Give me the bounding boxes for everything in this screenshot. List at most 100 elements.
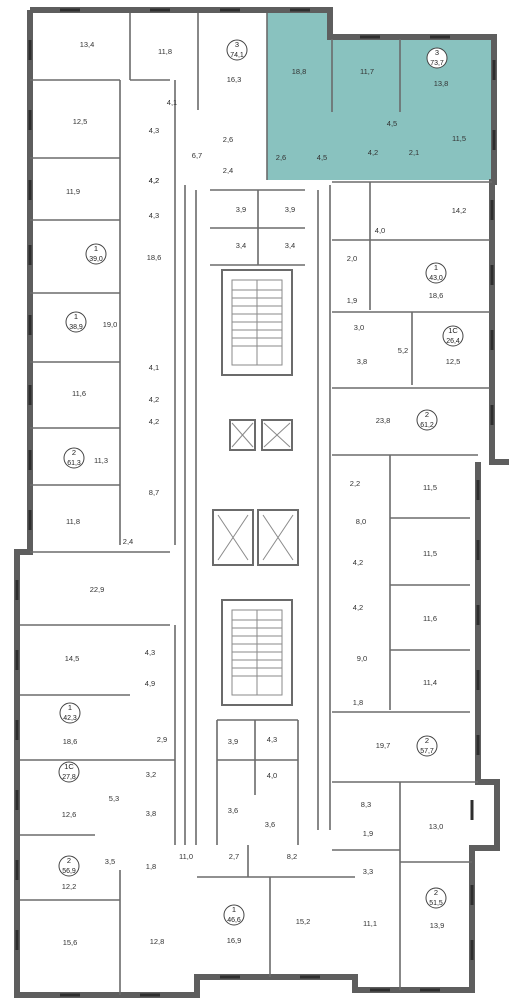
badge-rooms: 1 bbox=[74, 312, 78, 321]
badge-area: 74,1 bbox=[230, 52, 244, 59]
room-label: 18,8 bbox=[292, 67, 307, 76]
room-label: 2,9 bbox=[157, 735, 167, 744]
room-label: 15,2 bbox=[296, 917, 311, 926]
room-label: 4,1 bbox=[149, 363, 159, 372]
room-label: 4,2 bbox=[149, 417, 159, 426]
room-label: 11,5 bbox=[423, 483, 437, 492]
room-label: 11,6 bbox=[423, 614, 437, 623]
badge-area: 57,7 bbox=[420, 748, 434, 755]
room-labels: 13,4 11,8 16,3 18,8 11,7 13,8 4,1 12,5 4… bbox=[62, 40, 467, 947]
room-label: 5,3 bbox=[109, 794, 119, 803]
badge-apartment[interactable]: 251,5 bbox=[425, 887, 447, 909]
badge-rooms: 1 bbox=[232, 905, 236, 914]
room-label: 3,9 bbox=[228, 737, 238, 746]
badge-area: 51,5 bbox=[429, 900, 443, 907]
room-label: 3,4 bbox=[236, 241, 246, 250]
badge-apartment[interactable]: 373,7 bbox=[426, 47, 448, 69]
room-label: 6,7 bbox=[192, 151, 202, 160]
badge-apartment[interactable]: 143,0 bbox=[425, 262, 447, 284]
room-label: 11,0 bbox=[179, 852, 193, 861]
badge-apartment[interactable]: 261,2 bbox=[416, 409, 438, 431]
room-label: 5,2 bbox=[398, 346, 408, 355]
room-label: 13,9 bbox=[430, 921, 445, 930]
badge-apartment[interactable]: 146,6 bbox=[223, 904, 245, 926]
room-label: 4,0 bbox=[267, 771, 277, 780]
room-label: 2,1 bbox=[409, 148, 419, 157]
room-label: 1,9 bbox=[347, 296, 357, 305]
room-label: 12,2 bbox=[62, 882, 77, 891]
room-label: 1,8 bbox=[353, 698, 363, 707]
room-label: 18,6 bbox=[429, 291, 444, 300]
room-label: 11,9 bbox=[66, 187, 80, 196]
room-label: 18,6 bbox=[63, 737, 78, 746]
badge-rooms: 2 bbox=[425, 736, 429, 745]
badge-area: 46,6 bbox=[227, 917, 241, 924]
room-label: 11,5 bbox=[452, 134, 466, 143]
badge-apartment[interactable]: 374,1 bbox=[226, 39, 248, 61]
badge-apartment[interactable]: 142,3 bbox=[59, 702, 81, 724]
badge-apartment[interactable]: 1С 26,4 bbox=[442, 325, 464, 347]
room-label: 11,1 bbox=[363, 919, 377, 928]
room-label: 18,6 bbox=[147, 253, 162, 262]
badge-rooms: 1 bbox=[94, 244, 98, 253]
room-label: 4,3 bbox=[267, 735, 277, 744]
room-label: 4,3 bbox=[149, 211, 159, 220]
room-label: 3,9 bbox=[236, 205, 246, 214]
room-label: 15,6 bbox=[63, 938, 78, 947]
badge-apartment[interactable]: 256,9 bbox=[58, 855, 80, 877]
room-label: 11,7 bbox=[360, 67, 374, 76]
room-label: 11,4 bbox=[423, 678, 437, 687]
stairwell-top bbox=[221, 269, 293, 376]
room-label: 4,3 bbox=[149, 126, 159, 135]
badge-area: 73,7 bbox=[430, 60, 444, 67]
room-label: 1,9 bbox=[363, 829, 373, 838]
room-label: 4,2 bbox=[149, 176, 159, 185]
room-label: 12,8 bbox=[150, 937, 165, 946]
room-label: 13,0 bbox=[429, 822, 444, 831]
badge-rooms: 1С bbox=[64, 762, 74, 771]
room-label: 11,8 bbox=[66, 517, 80, 526]
room-label: 4,5 bbox=[387, 119, 397, 128]
room-label: 11,5 bbox=[423, 549, 437, 558]
badge-apartment[interactable]: 138,9 bbox=[65, 311, 87, 333]
room-label: 4,2 bbox=[353, 558, 363, 567]
interior-walls bbox=[20, 13, 492, 995]
badge-apartment[interactable]: 257,7 bbox=[416, 735, 438, 757]
badge-rooms: 2 bbox=[434, 888, 438, 897]
badge-area: 61,3 bbox=[67, 460, 81, 467]
room-label: 16,9 bbox=[227, 936, 242, 945]
badge-rooms: 1 bbox=[68, 703, 72, 712]
badge-apartment[interactable]: 261,3 bbox=[63, 447, 85, 469]
badge-rooms: 1С bbox=[448, 326, 458, 335]
room-label: 3,9 bbox=[285, 205, 295, 214]
room-label: 4,2 bbox=[149, 176, 159, 185]
room-label: 11,3 bbox=[94, 456, 108, 465]
room-label: 16,3 bbox=[227, 75, 242, 84]
room-label: 12,5 bbox=[446, 357, 461, 366]
badge-area: 42,3 bbox=[63, 715, 77, 722]
badge-area: 26,4 bbox=[446, 338, 460, 345]
badge-rooms: 2 bbox=[425, 410, 429, 419]
room-label: 8,2 bbox=[287, 852, 297, 861]
room-label: 4,0 bbox=[375, 226, 385, 235]
badge-rooms: 3 bbox=[435, 48, 439, 57]
badge-apartment[interactable]: 139,0 bbox=[85, 243, 107, 265]
badge-area: 39,0 bbox=[89, 256, 103, 263]
room-label: 2,7 bbox=[229, 852, 239, 861]
badge-rooms: 1 bbox=[434, 263, 438, 272]
room-label: 4,5 bbox=[317, 153, 327, 162]
room-label: 3,6 bbox=[228, 806, 238, 815]
room-label: 11,6 bbox=[72, 389, 86, 398]
badge-rooms: 2 bbox=[72, 448, 76, 457]
room-label: 2,4 bbox=[123, 537, 133, 546]
room-label: 8,3 bbox=[361, 800, 371, 809]
room-label: 2,6 bbox=[223, 135, 233, 144]
room-label: 3,4 bbox=[285, 241, 295, 250]
room-label: 3,3 bbox=[363, 867, 373, 876]
room-label: 4,2 bbox=[368, 148, 378, 157]
room-label: 4,9 bbox=[145, 679, 155, 688]
badge-area: 61,2 bbox=[420, 422, 434, 429]
